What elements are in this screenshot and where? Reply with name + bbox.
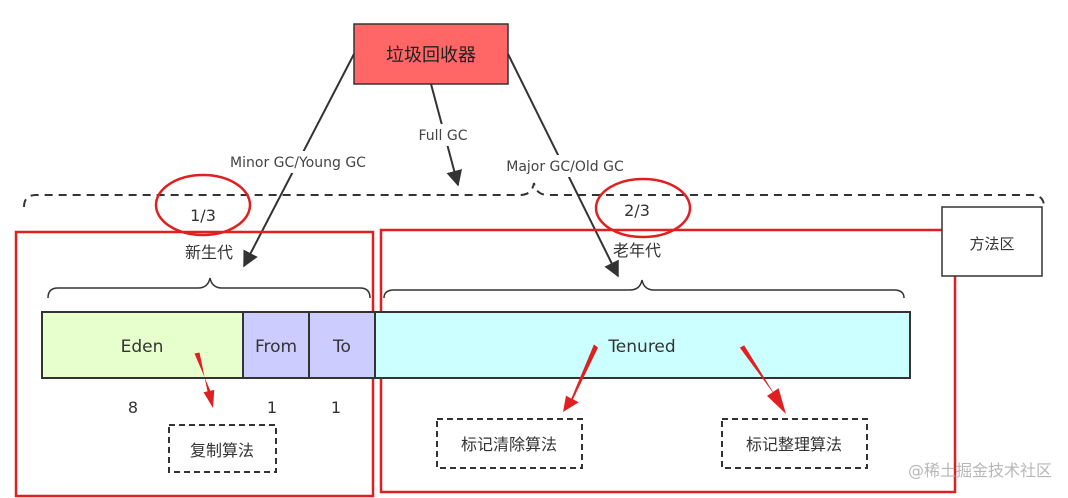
to-ratio: 1 — [331, 398, 341, 417]
from-segment — [242, 311, 310, 379]
method-area-box — [941, 206, 1043, 277]
major-gc-label-bg — [497, 155, 633, 177]
copy-algorithm-label: 复制算法 — [190, 441, 254, 460]
young-gen-brace — [47, 277, 371, 299]
young-gen-label: 新生代 — [185, 243, 233, 262]
to-label: To — [332, 337, 351, 357]
to-segment — [308, 311, 376, 379]
full-gc-label: Full GC — [418, 128, 467, 144]
eden-ratio: 8 — [128, 398, 138, 417]
old-gen-brace — [383, 279, 905, 299]
from-label: From — [255, 337, 297, 357]
from-ratio: 1 — [267, 398, 277, 417]
method-area-label: 方法区 — [969, 235, 1014, 253]
eden-segment — [41, 311, 244, 379]
garbage-collector-label: 垃圾回收器 — [386, 45, 476, 66]
old-ratio-label: 2/3 — [624, 201, 650, 220]
watermark: @稀土掘金技术社区 — [908, 461, 1052, 480]
young-ratio-ellipse — [154, 173, 252, 237]
tenured-label: Tenured — [607, 337, 675, 357]
mark-compact-box — [721, 418, 868, 469]
major-gc-label: Major GC/Old GC — [506, 159, 624, 175]
old-gen-label: 老年代 — [613, 241, 661, 260]
mark-sweep-label: 标记清除算法 — [461, 435, 557, 454]
tenured-to-compact-arrow — [739, 345, 786, 414]
full-gc-label-bg — [415, 124, 471, 146]
mark-sweep-box — [436, 418, 583, 469]
minor-gc-label: Minor GC/Young GC — [230, 155, 366, 171]
minor-gc-label-bg — [219, 151, 377, 173]
tenured-to-sweep-arrow — [563, 344, 598, 412]
garbage-collector-node — [353, 23, 509, 85]
mark-compact-label: 标记整理算法 — [746, 435, 842, 454]
young-ratio-label: 1/3 — [190, 206, 216, 225]
heap-dashed-brace — [23, 182, 1045, 208]
tenured-segment — [374, 311, 911, 379]
copy-algorithm-box — [168, 424, 277, 473]
eden-to-copy-arrow — [194, 352, 215, 408]
old-ratio-ellipse — [594, 177, 692, 239]
eden-label: Eden — [121, 337, 164, 357]
